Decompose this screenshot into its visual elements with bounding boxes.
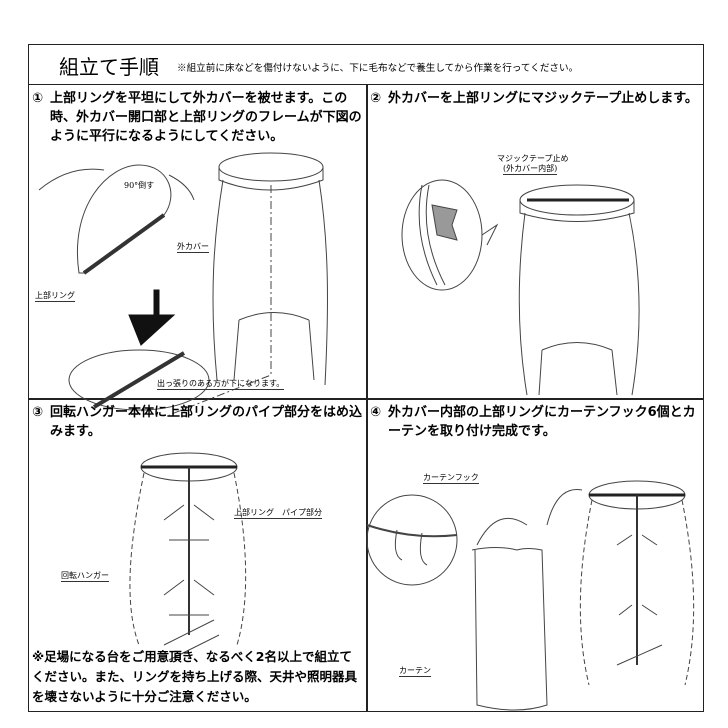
step-description: 外カバー内部の上部リングにカーテンフック6個とカーテンを取り付け完成です。 <box>388 405 696 439</box>
step-number: ③ <box>32 405 44 420</box>
label-hanger: 回転ハンガー <box>61 571 109 582</box>
divider-horizontal <box>29 398 703 400</box>
label-hook: カーテンフック <box>423 473 479 484</box>
header-note: ※組立前に床などを傷付けないように、下に毛布などで養生してから作業を行ってくださ… <box>177 63 579 74</box>
label-ring: 上部リング <box>35 291 75 302</box>
step-number: ② <box>370 91 382 106</box>
step-2-text: ② 外カバーを上部リングにマジックテープ止めします。 <box>370 89 702 108</box>
step-description: 回転ハンガー本体に上部リングのパイプ部分をはめ込みます。 <box>50 405 363 439</box>
step-4-text: ④ 外カバー内部の上部リングにカーテンフック6個とカーテンを取り付け完成です。 <box>370 403 702 441</box>
label-pipe: 上部リング パイプ部分 <box>234 508 322 519</box>
step-3-text: ③ 回転ハンガー本体に上部リングのパイプ部分をはめ込みます。 <box>32 403 364 441</box>
label-velcro-sub: (外カバー内部) <box>503 164 558 175</box>
step-3-illustration <box>129 452 247 661</box>
label-curtain: カーテン <box>399 666 431 677</box>
step-number: ① <box>32 91 44 106</box>
step-number: ④ <box>370 405 382 420</box>
safety-warning: ※足場になる台をご用意頂き、なるべく2名以上で組立てください。また、リングを持ち… <box>32 649 358 704</box>
step-4-illustration <box>366 480 695 711</box>
header: 組立て手順 ※組立前に床などを傷付けないように、下に毛布などで養生してから作業を… <box>29 45 703 85</box>
label-protrude: 出っ張りのある方が下になります。 <box>157 379 285 390</box>
assembly-instructions: 組立て手順 ※組立前に床などを傷付けないように、下に毛布などで養生してから作業を… <box>28 44 704 712</box>
step-1-illustration <box>38 152 328 416</box>
step-description: 上部リングを平坦にして外カバーを被せます。この時、外カバー開口部と上部リングのフ… <box>50 91 362 144</box>
label-rotate: 90°倒す <box>124 181 155 190</box>
step-1-text: ① 上部リングを平坦にして外カバーを被せます。この時、外カバー開口部と上部リング… <box>32 89 364 146</box>
page-title: 組立て手順 <box>59 55 159 79</box>
step-description: 外カバーを上部リングにマジックテープ止めします。 <box>388 91 698 106</box>
label-velcro: マジックテープ止め <box>497 154 569 163</box>
step-2-illustration <box>401 179 640 396</box>
label-cover: 外カバー <box>177 242 209 253</box>
